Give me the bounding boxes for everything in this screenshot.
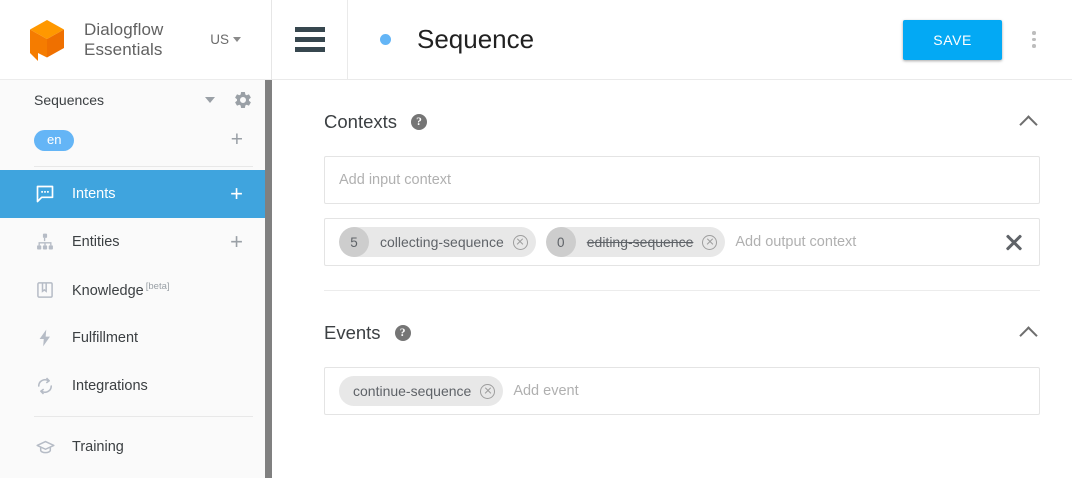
event-chip[interactable]: continue-sequence	[339, 376, 504, 406]
agent-name: Sequences	[34, 92, 105, 108]
chip-remove-icon[interactable]	[480, 383, 496, 399]
lightning-bolt-icon	[34, 327, 56, 349]
chip-remove-icon[interactable]	[512, 234, 528, 250]
chat-bubble-icon	[34, 183, 56, 205]
sidebar-scrollbar[interactable]	[265, 80, 272, 478]
output-context-placeholder: Add output context	[735, 234, 857, 250]
chip-lifespan-count: 5	[339, 227, 369, 257]
output-context-chip[interactable]: 5 collecting-sequence	[339, 227, 536, 257]
output-context-field[interactable]: 5 collecting-sequence 0 editing-sequence…	[324, 218, 1040, 266]
graduation-cap-icon	[34, 436, 56, 458]
add-entity-plus-icon[interactable]: +	[230, 229, 243, 254]
language-chip-en[interactable]: en	[34, 129, 75, 151]
gear-icon[interactable]	[233, 90, 253, 110]
main-panel: Sequence SAVE Contexts ?	[272, 0, 1072, 478]
language-divider	[34, 166, 253, 167]
help-question-icon[interactable]: ?	[411, 114, 428, 130]
help-question-icon[interactable]: ?	[394, 325, 411, 341]
events-field[interactable]: continue-sequence Add event	[324, 367, 1040, 415]
brand-line-2: Essentials	[84, 39, 163, 59]
hamburger-bar	[294, 27, 325, 32]
sidebar-nav: Intents + Entities +	[0, 167, 271, 471]
sidebar-item-fulfillment[interactable]: Fulfillment	[0, 314, 271, 362]
language-row: en +	[0, 120, 271, 160]
title-area: Sequence	[348, 24, 534, 55]
kebab-menu-icon[interactable]	[1014, 20, 1054, 60]
dialogflow-cube-logo-svg	[30, 19, 64, 61]
sidebar-item-knowledge[interactable]: Knowledge[beta]	[0, 266, 271, 314]
sidebar-item-label: Integrations	[72, 378, 148, 394]
add-language-plus-icon[interactable]: +	[230, 128, 243, 151]
events-header: Events ?	[324, 313, 1040, 353]
output-context-chip[interactable]: 0 editing-sequence	[545, 227, 726, 257]
sidebar: Dialogflow Essentials US Sequences en +	[0, 0, 272, 478]
contexts-title: Contexts	[324, 111, 398, 132]
sidebar-item-text: Knowledge	[72, 282, 144, 299]
sync-refresh-icon-svg	[37, 377, 53, 395]
agent-selector[interactable]: Sequences	[0, 80, 271, 120]
clear-output-contexts-icon[interactable]	[1003, 231, 1025, 253]
events-collapse-chevron-up-icon[interactable]	[1018, 322, 1040, 344]
beta-badge: [beta]	[145, 281, 170, 293]
caret-down-icon	[205, 97, 215, 103]
region-label: US	[210, 32, 229, 47]
input-context-field[interactable]: Add input context	[324, 156, 1040, 204]
region-selector[interactable]: US	[210, 32, 257, 47]
page-title: Sequence	[417, 24, 535, 54]
chip-label: collecting-sequence	[380, 234, 504, 250]
sidebar-item-label: Fulfillment	[72, 330, 139, 346]
contexts-collapse-chevron-up-icon[interactable]	[1018, 111, 1040, 133]
chip-remove-icon[interactable]	[702, 234, 718, 250]
lightning-bolt-icon-svg	[39, 329, 50, 347]
brand-line-1: Dialogflow	[84, 19, 164, 39]
hamburger-bar	[294, 37, 325, 42]
kebab-dot	[1032, 44, 1036, 48]
book-icon	[34, 279, 56, 301]
status-dot-icon	[380, 34, 391, 45]
kebab-dot	[1032, 31, 1036, 35]
sidebar-item-integrations[interactable]: Integrations	[0, 362, 271, 410]
contexts-header: Contexts ?	[324, 102, 1040, 142]
sidebar-item-label: Knowledge[beta]	[72, 281, 170, 299]
hamburger-menu-icon[interactable]	[272, 0, 348, 80]
save-button[interactable]: SAVE	[903, 19, 1002, 60]
section-divider	[324, 290, 1040, 291]
contexts-section: Contexts ? Add input context 5 collectin…	[324, 80, 1040, 266]
brand-header: Dialogflow Essentials US	[0, 0, 271, 80]
gear-icon-svg	[235, 91, 251, 109]
sitemap-icon-svg	[37, 233, 53, 250]
kebab-dot	[1032, 37, 1036, 42]
sync-refresh-icon	[34, 375, 56, 397]
add-intent-plus-icon[interactable]: +	[230, 181, 243, 206]
nav-divider	[34, 416, 253, 417]
input-context-placeholder: Add input context	[339, 172, 452, 188]
book-icon-svg	[37, 282, 53, 298]
chat-bubble-icon-svg	[36, 185, 54, 203]
sidebar-item-entities[interactable]: Entities +	[0, 218, 271, 266]
events-title: Events	[324, 322, 381, 343]
caret-down-icon	[233, 37, 241, 42]
chip-label: continue-sequence	[353, 383, 472, 399]
sidebar-item-label: Training	[72, 439, 124, 455]
graduation-cap-icon-svg	[35, 440, 55, 453]
topbar-actions: SAVE	[903, 19, 1072, 60]
sidebar-item-training[interactable]: Training	[0, 423, 271, 471]
content-area: Contexts ? Add input context 5 collectin…	[272, 80, 1072, 478]
chip-label: editing-sequence	[586, 234, 694, 250]
topbar: Sequence SAVE	[272, 0, 1072, 80]
sitemap-icon	[34, 231, 56, 253]
event-placeholder: Add event	[513, 383, 579, 399]
sidebar-item-label: Entities	[72, 234, 120, 250]
dialogflow-cube-logo	[26, 16, 70, 64]
events-section: Events ? continue-sequence Add event	[324, 291, 1040, 415]
brand-text: Dialogflow Essentials	[84, 20, 163, 60]
hamburger-bar	[294, 47, 325, 52]
chip-lifespan-count: 0	[545, 227, 576, 257]
sidebar-item-intents[interactable]: Intents +	[0, 170, 271, 218]
sidebar-item-label: Intents	[72, 186, 116, 202]
